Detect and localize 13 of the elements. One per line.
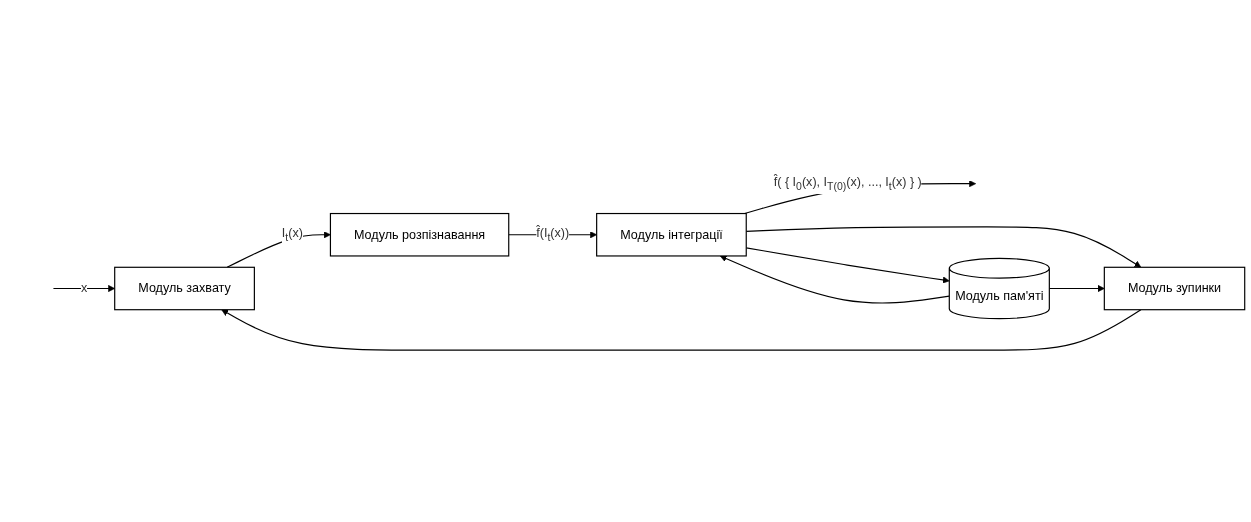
node-box: Модуль зупинки (1103, 266, 1246, 311)
arrow (52, 285, 115, 292)
node-box: Модуль захвату (114, 266, 255, 311)
edge-label: f̂( { I$_{0}$(x), I$_{T(0)}$(x), ..., I$_{t}$(x) } ) (773, 175, 922, 193)
edge-label: f̂(I$_{t}$(x)) (536, 226, 570, 244)
arrow (221, 309, 1142, 351)
arrow (1048, 285, 1105, 292)
node-box: Модуль розпізнавання (329, 212, 510, 257)
node-box: Модуль інтеграції (596, 212, 747, 257)
arrow (719, 255, 950, 304)
edge-label: x (80, 281, 88, 295)
arrow (226, 231, 331, 268)
edge-label: I$_{t}$(x) (281, 226, 303, 244)
